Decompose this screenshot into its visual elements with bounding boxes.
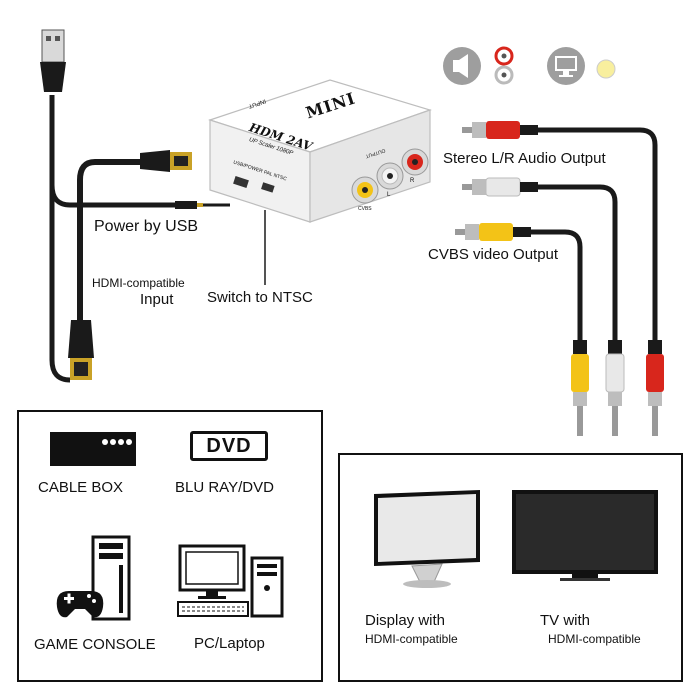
tv-icon: [512, 490, 658, 581]
cable-box-icon: [50, 432, 136, 466]
displays-panel: [338, 453, 683, 682]
source-devices-panel: [17, 410, 323, 682]
cable-box-label: CABLE BOX: [38, 479, 124, 496]
hdmi-input-cable: [77, 159, 145, 330]
rca-plug-yellow-v: [571, 340, 589, 436]
hdmi-input-label-line2: Input: [140, 291, 174, 308]
hdmi-input-label-line1: HDMI-compatible: [92, 276, 185, 290]
audio-jacks-icon: [494, 46, 514, 85]
jack-label-left: L: [387, 192, 391, 198]
game-console-label: GAME CONSOLE: [34, 636, 156, 653]
hdmi-plug-icon: [140, 150, 192, 172]
jack-label-right: R: [410, 178, 415, 184]
rca-plug-red-h: [462, 121, 538, 139]
rca-plug-red-v: [646, 340, 664, 436]
converter-box: [208, 79, 432, 223]
stereo-audio-output-label: Stereo L/R Audio Output: [443, 150, 606, 167]
switch-to-ntsc-label: Switch to NTSC: [207, 289, 313, 306]
hdmi-plug-vertical: [68, 320, 94, 380]
video-jack-icon: [596, 59, 616, 79]
pc-laptop-icon: [177, 544, 284, 618]
red-cable: [535, 127, 658, 340]
display-monitor-icon: [374, 490, 480, 588]
display-label-line1: Display with: [365, 612, 446, 629]
rca-plug-yellow-h: [455, 223, 531, 241]
monitor-icon: [547, 47, 585, 85]
usb-plug-icon: [40, 29, 66, 92]
display-label-line2: HDMI-compatible: [365, 632, 458, 646]
thin-usb-lead: [175, 201, 203, 209]
jack-right: [401, 148, 429, 176]
power-by-usb-label: Power by USB: [94, 218, 199, 235]
rca-plug-white-h: [462, 177, 538, 197]
dvd-logo: DVD: [190, 431, 268, 461]
tv-label-line1: TV with: [540, 612, 591, 629]
white-cable: [535, 184, 618, 340]
rca-plug-white-v: [605, 340, 625, 436]
pc-laptop-label: PC/Laptop: [194, 635, 265, 652]
speaker-icon: [443, 47, 481, 85]
dvd-logo-text: DVD: [206, 434, 252, 457]
cvbs-video-output-label: CVBS video Output: [428, 246, 559, 263]
jack-left: [376, 162, 404, 190]
game-console-icon: [56, 535, 131, 621]
blu-ray-dvd-label: BLU RAY/DVD: [175, 479, 274, 496]
jack-label-cvbs: CVBS: [358, 206, 372, 212]
yellow-cable: [520, 229, 583, 340]
jack-cvbs: [351, 176, 379, 204]
tv-label-line2: HDMI-compatible: [548, 632, 641, 646]
